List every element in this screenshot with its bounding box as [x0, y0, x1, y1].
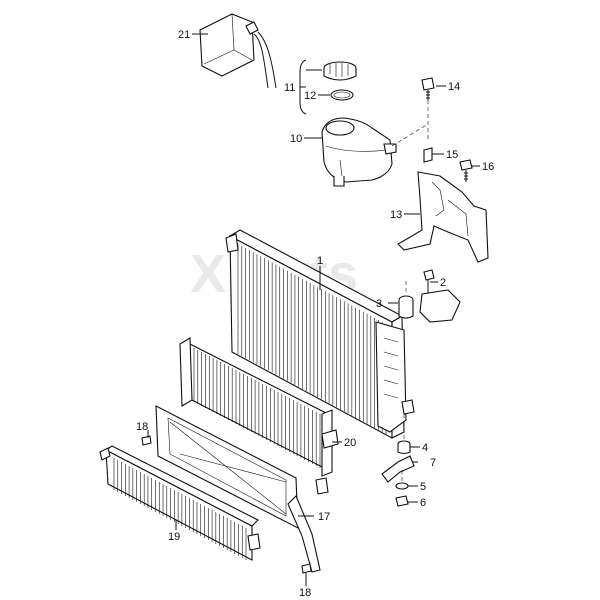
part-18-bolt-upper[interactable] — [141, 435, 152, 446]
label-6: 6 — [420, 497, 426, 509]
label-3: 3 — [376, 298, 382, 310]
label-2: 2 — [440, 277, 446, 289]
part-2-mount[interactable] — [419, 269, 461, 323]
part-20-condenser[interactable] — [179, 337, 339, 477]
part-14-bolt[interactable] — [421, 77, 435, 100]
label-11: 11 — [284, 82, 295, 94]
label-20: 20 — [344, 437, 356, 449]
part-12-o-ring[interactable] — [330, 89, 354, 101]
part-17-air-guide-frame[interactable] — [155, 405, 329, 573]
label-10: 10 — [290, 133, 302, 145]
label-21: 21 — [178, 29, 190, 41]
part-21-reservoir-bottle[interactable] — [199, 13, 277, 89]
part-16-bolt[interactable] — [459, 159, 473, 182]
label-4: 4 — [422, 442, 428, 454]
label-18-lower: 18 — [299, 587, 311, 599]
part-3-grommet[interactable] — [398, 295, 414, 319]
label-16: 16 — [482, 161, 494, 173]
part-7-lower-bracket[interactable] — [381, 455, 415, 483]
callout-labels: 21 11 12 10 14 15 16 13 1 2 3 4 7 5 6 20… — [136, 29, 494, 599]
label-14: 14 — [448, 81, 460, 93]
part-1-radiator[interactable] — [225, 229, 415, 439]
label-18-upper: 18 — [136, 421, 148, 433]
label-17: 17 — [318, 511, 330, 523]
part-15-clip[interactable] — [423, 147, 433, 163]
part-5-washer[interactable] — [395, 482, 409, 490]
part-11-cap[interactable] — [323, 61, 357, 81]
leader-lines — [147, 33, 480, 586]
part-19-auxiliary-radiator[interactable] — [99, 445, 261, 561]
label-12: 12 — [304, 90, 316, 102]
label-7: 7 — [430, 457, 436, 469]
label-5: 5 — [420, 481, 426, 493]
label-1: 1 — [317, 255, 323, 267]
part-6-bolt[interactable] — [395, 495, 409, 507]
part-13-bracket[interactable] — [397, 171, 489, 263]
label-19: 19 — [168, 531, 180, 543]
part-4-grommet[interactable] — [397, 440, 411, 455]
guide-lines — [391, 100, 429, 482]
label-15: 15 — [446, 149, 458, 161]
part-10-expansion-tank[interactable] — [321, 117, 397, 187]
label-13: 13 — [390, 209, 402, 221]
part-18-bolt-lower[interactable] — [301, 563, 312, 580]
